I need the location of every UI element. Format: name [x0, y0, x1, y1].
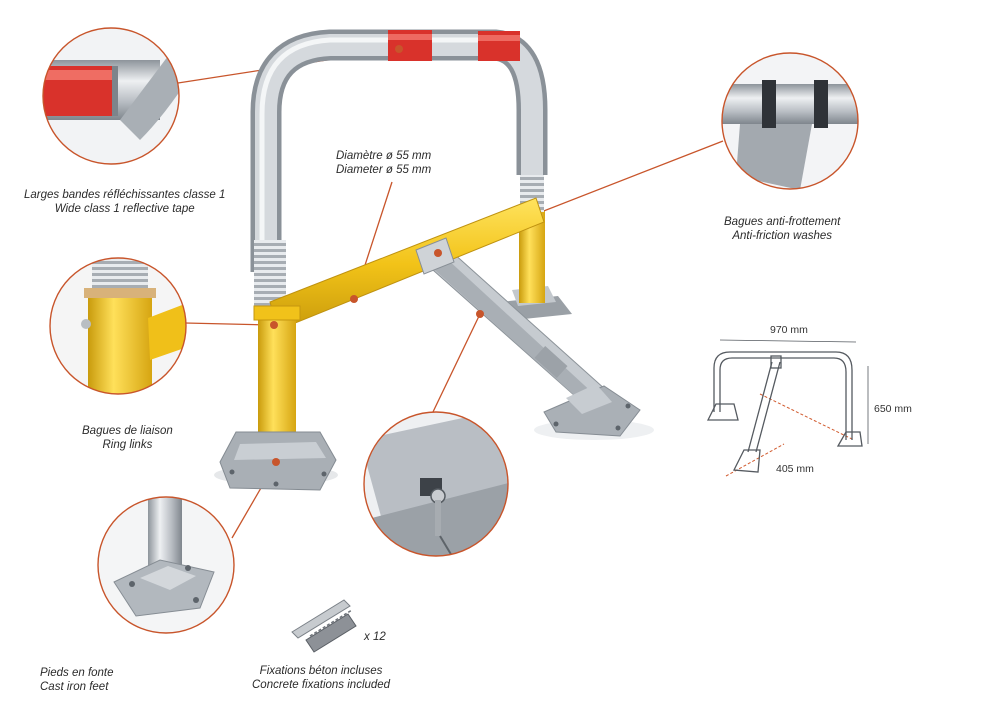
support-arm: [423, 251, 607, 405]
label-washers-fr: Bagues anti-frottement: [724, 216, 841, 228]
label-reflective-tape-fr: Larges bandes réfléchissantes classe 1: [24, 189, 226, 201]
spring: [254, 240, 286, 308]
label-reflective-tape: Larges bandes réfléchissantes classe 1 W…: [24, 188, 225, 216]
label-feet: Pieds en fonte Cast iron feet: [40, 666, 114, 694]
detail-cast-iron-feet: [97, 496, 235, 634]
callout-dots: [270, 45, 484, 466]
dimension-drawing: [706, 339, 869, 477]
dim-depth-value: 405 mm: [776, 463, 814, 475]
label-diameter: Diamètre ø 55 mm Diameter ø 55 mm: [336, 149, 431, 177]
label-feet-en: Cast iron feet: [40, 681, 109, 693]
detail-anti-friction-washers: [721, 52, 859, 190]
front-post: [258, 306, 296, 448]
parking-barrier: [214, 29, 654, 491]
detail-ring-links: [49, 257, 187, 395]
label-feet-fr: Pieds en fonte: [40, 667, 114, 679]
label-ring-links-fr: Bagues de liaison: [82, 425, 173, 437]
detail-reflective-tape: [42, 27, 180, 165]
dim-width-value: 970 mm: [770, 324, 808, 336]
dim-height-value: 650 mm: [874, 403, 912, 415]
label-ring-links: Bagues de liaison Ring links: [82, 424, 173, 452]
stand-foot: [543, 384, 641, 437]
detail-lock: [363, 411, 509, 557]
label-diameter-en: Diameter ø 55 mm: [336, 164, 432, 176]
fixations-qty: x 12: [364, 631, 386, 643]
label-diameter-fr: Diamètre ø 55 mm: [336, 150, 432, 162]
concrete-fixations: [291, 599, 357, 653]
label-fixations-fr: Fixations béton incluses: [259, 665, 383, 677]
label-washers: Bagues anti-frottement Anti-friction was…: [724, 215, 840, 243]
label-fixations-en: Concrete fixations included: [252, 679, 391, 691]
callout-line-lock: [431, 313, 481, 415]
label-fixations: Fixations béton incluses Concrete fixati…: [252, 664, 390, 692]
label-fixations-quantity: x 12: [364, 630, 386, 644]
label-ring-links-en: Ring links: [102, 439, 153, 451]
callout-line-rings: [184, 322, 271, 326]
label-washers-en: Anti-friction washes: [732, 230, 833, 242]
label-reflective-tape-en: Wide class 1 reflective tape: [54, 203, 195, 215]
